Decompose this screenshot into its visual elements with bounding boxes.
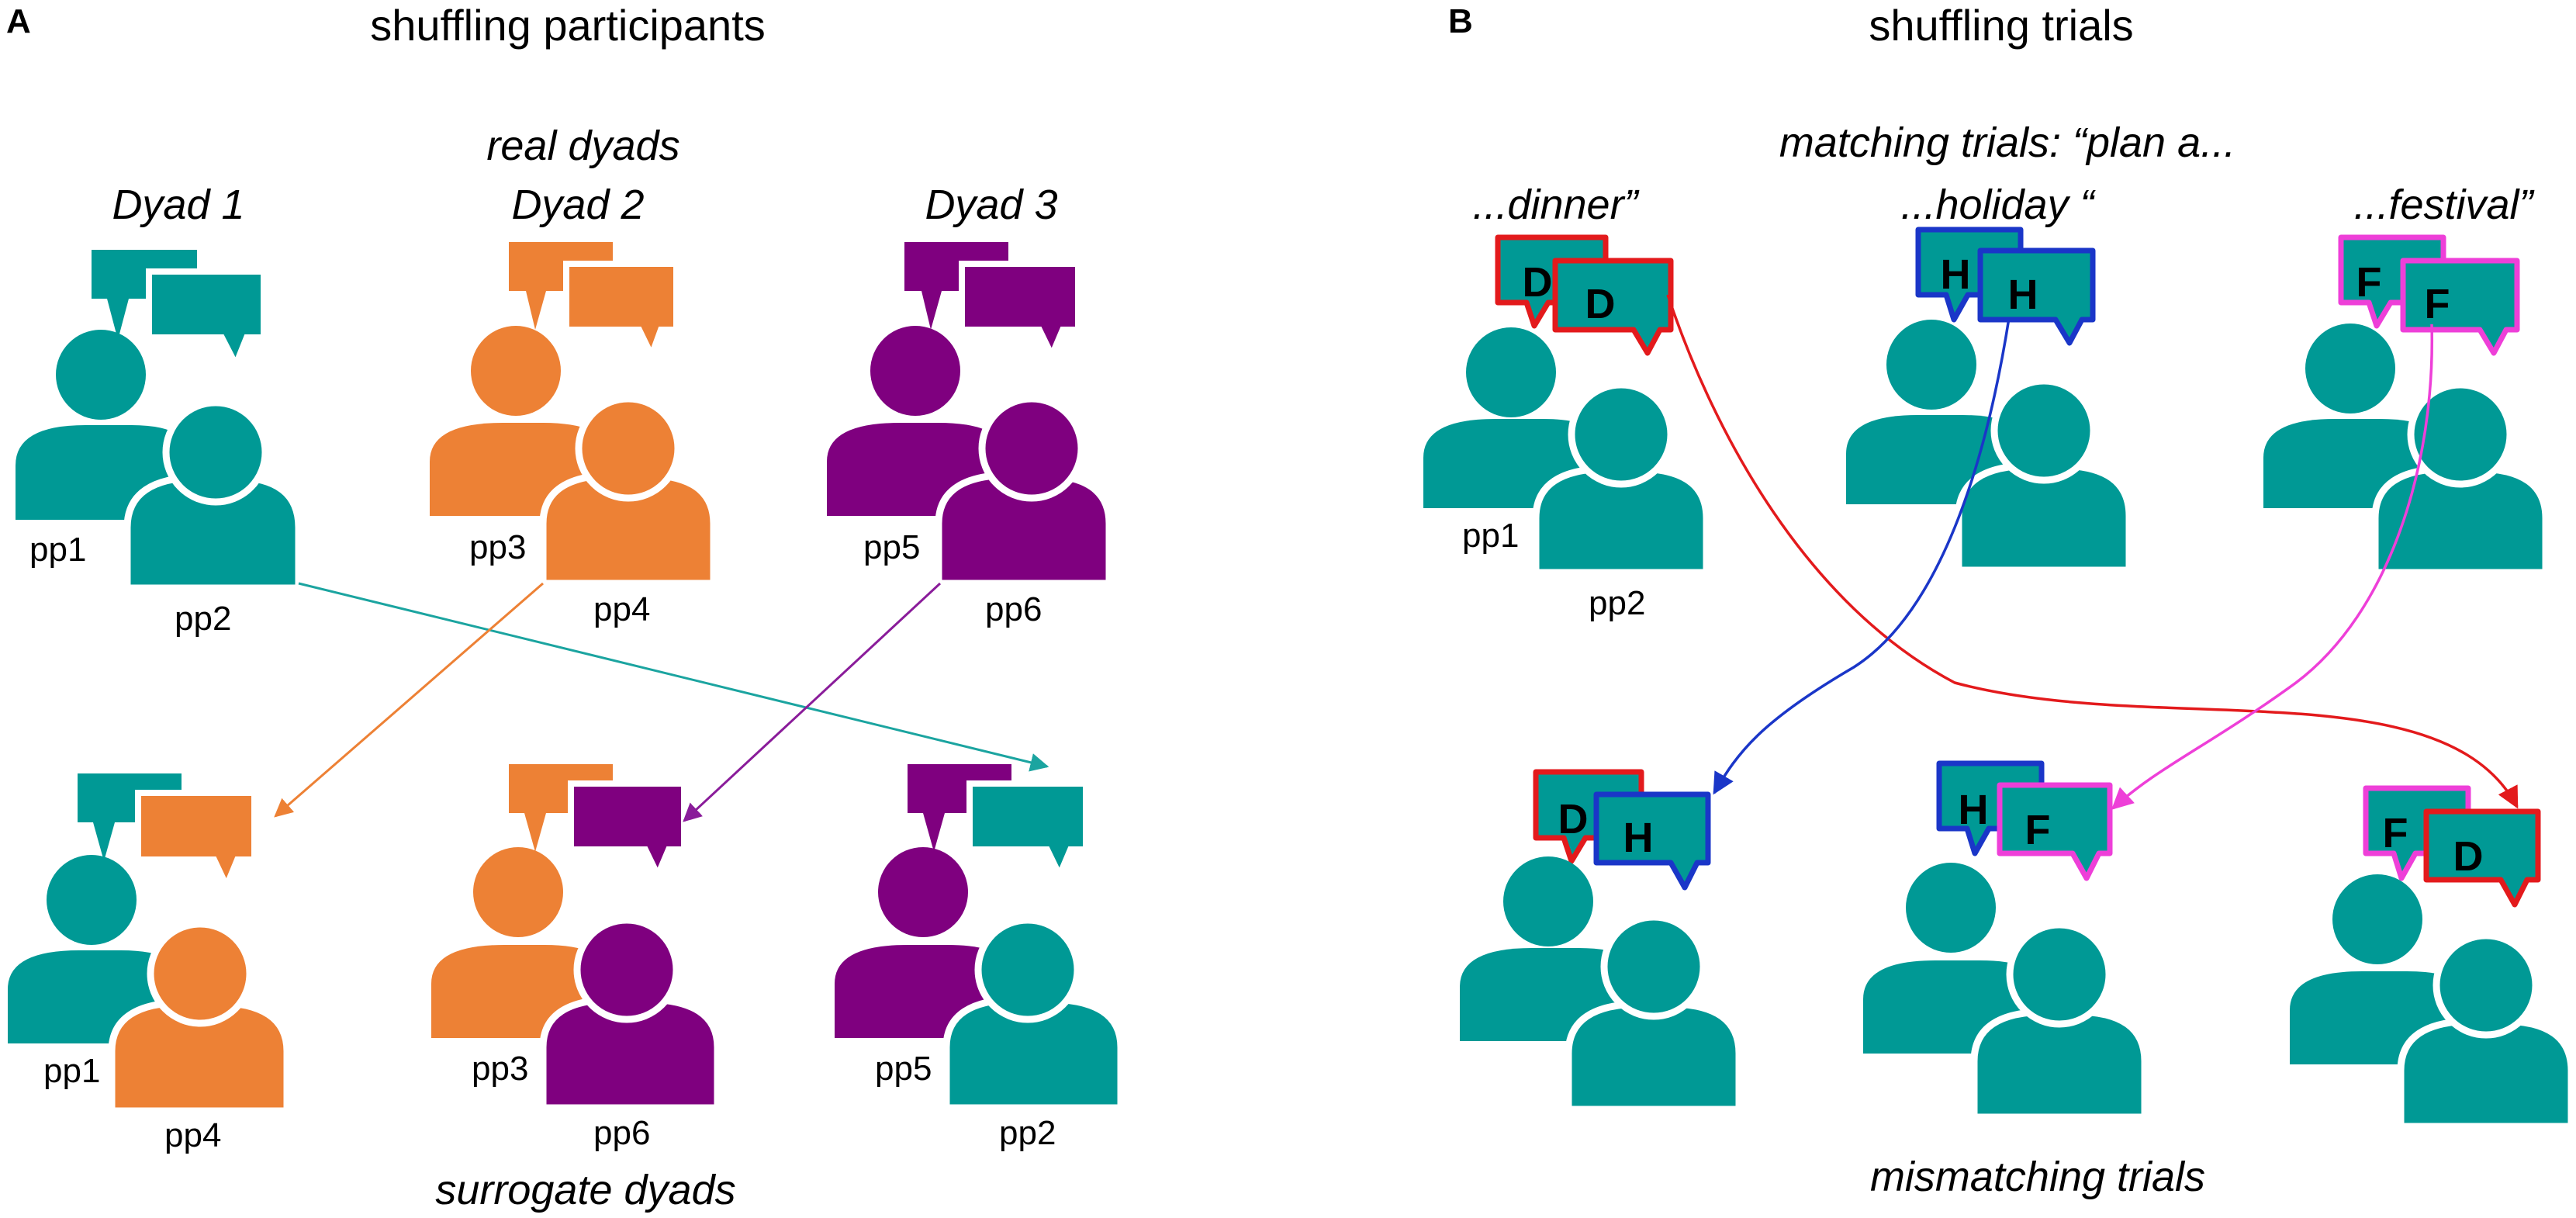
person-icon <box>431 847 613 1038</box>
panel-b: B shuffling trials matching trials: “pla… <box>1423 1 2575 1200</box>
trial-label-dinner: ...dinner” <box>1472 182 1639 228</box>
trial-label-holiday: ...holiday “ <box>1900 182 2096 228</box>
surrogate-dyad-3: pp5 pp2 <box>835 764 1125 1152</box>
matching-trials-label: matching trials: “plan a... <box>1779 119 2235 166</box>
speech-bubble-icon <box>568 780 687 883</box>
arrow-icon <box>1713 317 2011 795</box>
bubble-letter: F <box>2356 259 2382 306</box>
arrow-icon <box>274 582 544 818</box>
arrow-icon <box>298 582 1049 772</box>
person-icon <box>123 399 303 592</box>
person-icon <box>16 330 195 520</box>
person-icon <box>1955 377 2133 574</box>
panel-b-letter: B <box>1448 2 1473 40</box>
pp-label: pp5 <box>875 1050 932 1088</box>
trial-label-festival: ...festival” <box>2353 182 2534 228</box>
speech-bubble-icon: F <box>2400 258 2520 356</box>
dyad-1: pp1 pp2 <box>16 250 303 638</box>
pp-label: pp2 <box>175 600 231 638</box>
dyad-3-label: Dyad 3 <box>925 182 1057 228</box>
surrogate-dyad-2: pp3 pp6 <box>431 764 721 1152</box>
panel-a-title: shuffling participants <box>370 1 766 50</box>
person-icon <box>539 916 721 1112</box>
person-icon <box>1532 381 1710 576</box>
speech-bubble-icon <box>966 780 1089 883</box>
bubble-letter: F <box>2383 810 2408 856</box>
speech-bubble-icon <box>959 261 1081 363</box>
bubble-letter: F <box>2425 281 2450 327</box>
person-icon <box>942 916 1125 1112</box>
pp-label: pp1 <box>29 531 86 569</box>
panel-a-letter: A <box>6 2 31 40</box>
speech-bubble-icon <box>563 261 679 364</box>
bubble-letter: D <box>1523 259 1553 306</box>
bubble-letter: F <box>2025 807 2051 853</box>
person-icon <box>108 920 291 1115</box>
bubble-letter: H <box>1959 787 1989 833</box>
bubble-letter: D <box>1585 281 1616 327</box>
pp-label: pp3 <box>472 1050 528 1088</box>
speech-bubble-icon: D <box>2423 808 2541 908</box>
speech-bubble-icon: H <box>1593 791 1711 891</box>
pp-label: pp1 <box>43 1052 100 1090</box>
pp-label: pp2 <box>999 1114 1056 1152</box>
matching-trial-holiday: H H <box>1846 227 2133 574</box>
panel-a: A shuffling participants real dyads Dyad… <box>6 1 1125 1213</box>
bubble-letter: H <box>1941 251 1971 298</box>
person-icon <box>2397 932 2575 1130</box>
pp-label: pp2 <box>1589 584 1645 622</box>
dyad-2: pp3 pp4 <box>430 242 717 628</box>
arrow-icon <box>2111 324 2434 810</box>
person-icon <box>2371 381 2550 576</box>
person-icon <box>935 395 1113 587</box>
surrogate-dyads-label: surrogate dyads <box>435 1167 735 1213</box>
matching-trial-dinner: D D pp1 pp2 <box>1423 234 1710 622</box>
speech-bubble-icon <box>146 268 267 372</box>
person-icon <box>1565 913 1743 1113</box>
speech-bubble-icon: H <box>1977 247 2096 346</box>
speech-bubble-icon: F <box>1997 782 2113 881</box>
bubble-letter: H <box>2008 272 2038 318</box>
dyad-3: pp5 pp6 <box>827 242 1113 628</box>
pp-label: pp4 <box>593 590 650 628</box>
mismatching-trial-1: D H <box>1460 769 1743 1113</box>
bubble-letter: D <box>2453 833 2484 880</box>
speech-bubble-icon <box>135 790 258 894</box>
pp-label: pp3 <box>469 528 526 566</box>
pp-label: pp4 <box>164 1116 221 1154</box>
arrow-icon <box>1666 294 2519 809</box>
pp-label: pp6 <box>985 590 1042 628</box>
person-icon <box>539 395 717 587</box>
pp-label: pp6 <box>593 1114 650 1152</box>
pp-label: pp1 <box>1462 517 1519 555</box>
real-dyads-label: real dyads <box>486 123 679 169</box>
matching-trial-festival: F F <box>2263 234 2550 576</box>
mismatching-trials-label: mismatching trials <box>1870 1154 2205 1200</box>
bubble-letter: H <box>1623 815 1654 861</box>
pp-label: pp5 <box>863 528 920 566</box>
dyad-2-label: Dyad 2 <box>511 182 644 228</box>
speech-bubble-icon: D <box>1552 258 1674 356</box>
person-icon <box>1970 921 2149 1121</box>
surrogate-dyad-1: pp1 pp4 <box>8 773 291 1154</box>
mismatching-trial-2: H F <box>1863 760 2149 1121</box>
bubble-letter: D <box>1558 796 1589 843</box>
mismatching-trial-3: F D <box>2290 785 2575 1130</box>
dyad-1-label: Dyad 1 <box>112 182 244 228</box>
arrow-icon <box>683 582 942 822</box>
panel-b-title: shuffling trials <box>1869 1 2133 50</box>
